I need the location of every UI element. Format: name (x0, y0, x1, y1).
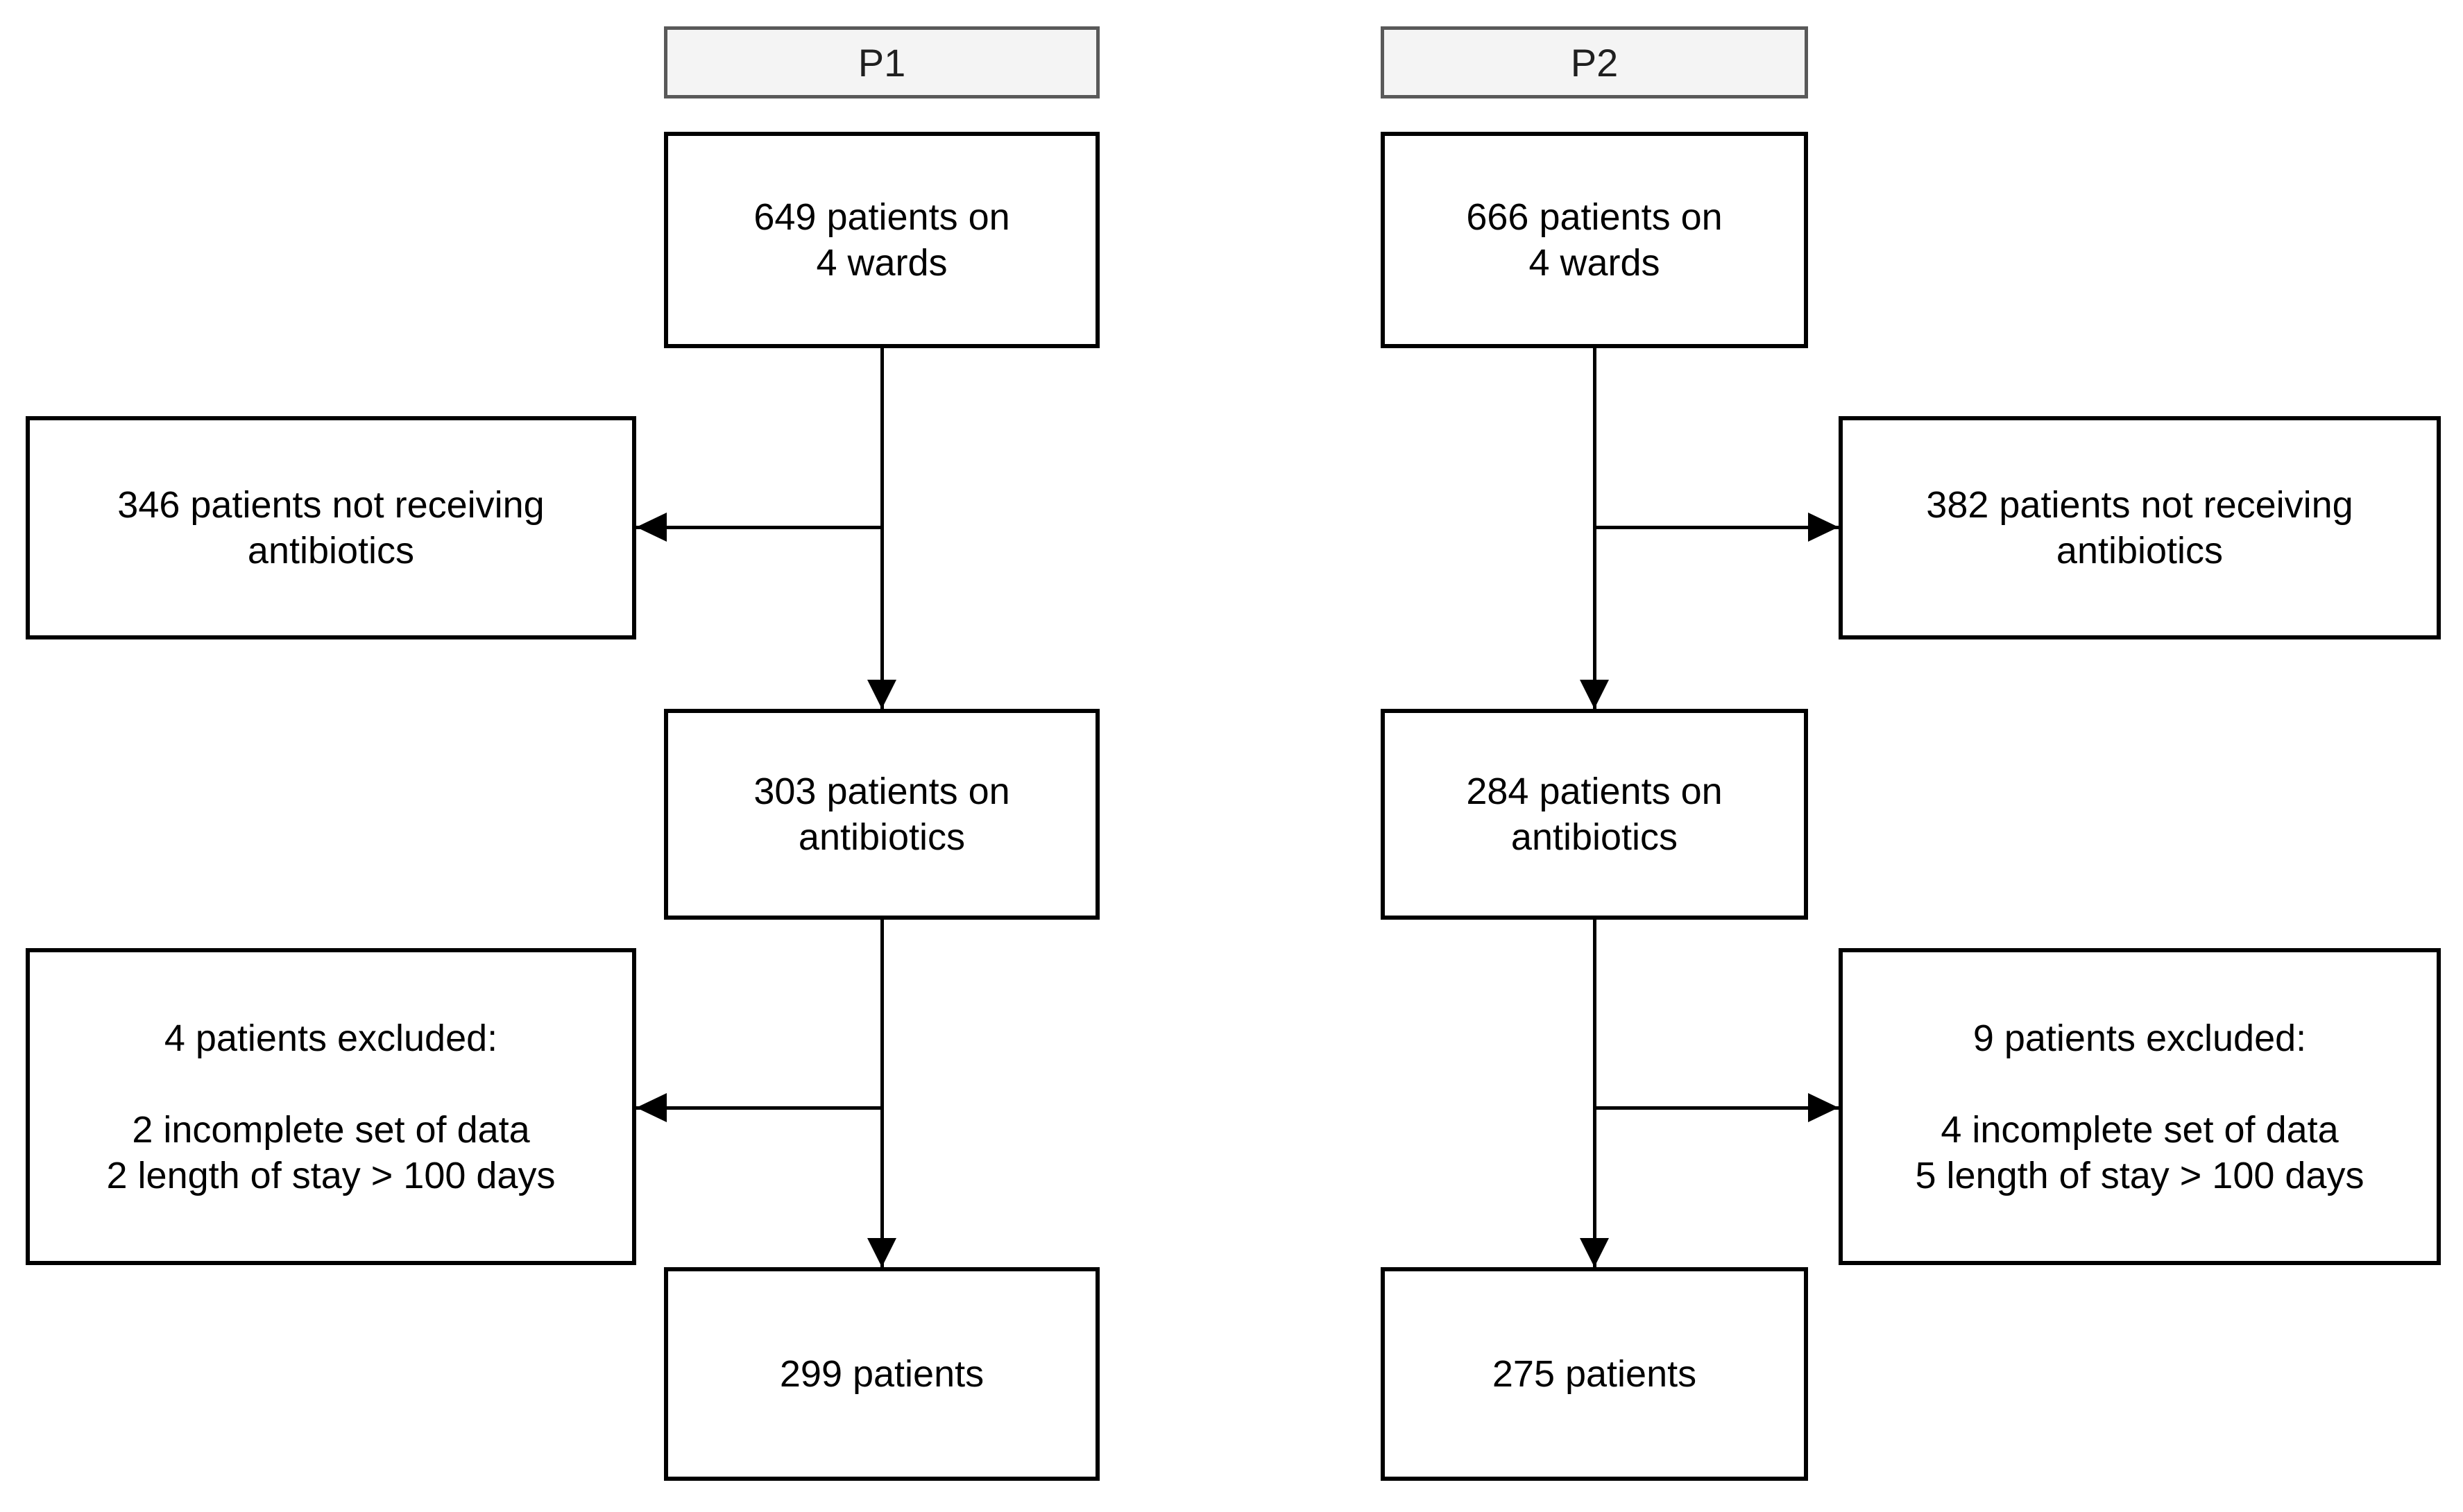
arrowhead-down-p1-final (867, 1238, 896, 1267)
connector-p1-antibiotics-to-final (880, 920, 884, 1267)
box-p1-final-patients: 299 patients (664, 1267, 1100, 1481)
connector-p1-branch-not-receiving (636, 526, 883, 529)
box-p1-on-antibiotics: 303 patients on antibiotics (664, 709, 1100, 920)
group-header-p1: P1 (664, 26, 1100, 98)
arrowhead-left-p1-not-receiving (636, 513, 667, 542)
connector-p2-branch-not-receiving (1594, 526, 1839, 529)
arrowhead-down-p2-antibiotics (1580, 680, 1609, 709)
arrowhead-down-p1-antibiotics (867, 680, 896, 709)
arrowhead-right-p2-excluded (1808, 1093, 1839, 1122)
box-p2-on-antibiotics: 284 patients on antibiotics (1381, 709, 1808, 920)
arrowhead-right-p2-not-receiving (1808, 513, 1839, 542)
arrowhead-down-p2-final (1580, 1238, 1609, 1267)
box-p1-total-patients: 649 patients on 4 wards (664, 132, 1100, 348)
box-p1-not-receiving-antibiotics: 346 patients not receiving antibiotics (26, 416, 636, 639)
box-p2-total-patients: 666 patients on 4 wards (1381, 132, 1808, 348)
connector-p2-branch-excluded (1594, 1106, 1839, 1110)
box-p2-final-patients: 275 patients (1381, 1267, 1808, 1481)
box-p1-excluded: 4 patients excluded: 2 incomplete set of… (26, 948, 636, 1265)
arrowhead-left-p1-excluded (636, 1093, 667, 1122)
connector-p1-branch-excluded (636, 1106, 883, 1110)
box-p2-excluded: 9 patients excluded: 4 incomplete set of… (1839, 948, 2441, 1265)
connector-p2-antibiotics-to-final (1593, 920, 1596, 1267)
group-header-p2: P2 (1381, 26, 1808, 98)
box-p2-not-receiving-antibiotics: 382 patients not receiving antibiotics (1839, 416, 2441, 639)
